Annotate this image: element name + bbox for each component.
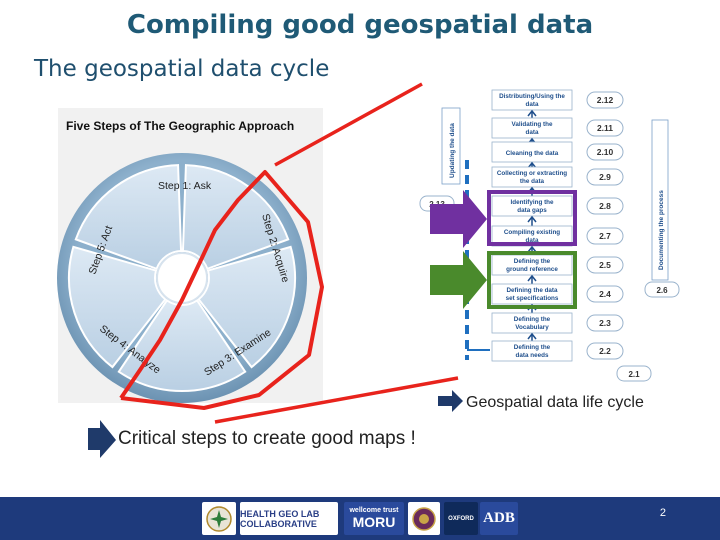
wheel-segment-3 <box>197 245 296 369</box>
code-badge-2.4 <box>586 285 624 303</box>
data-cycle-panel: Updating the data Documenting the proces… <box>419 89 680 382</box>
cycle-box-label-2.2-line-1: Defining the <box>514 344 551 351</box>
code-2.9: 2.9 <box>599 172 611 182</box>
code-2.12: 2.12 <box>597 95 614 105</box>
university-seal-logo <box>408 502 440 535</box>
cycle-flow-arrow-5 <box>527 215 537 226</box>
approach-title: Five Steps of The Geographic Approach <box>66 119 294 133</box>
updating-label: Updating the data <box>449 123 456 178</box>
documenting-label: Documenting the process <box>658 190 665 270</box>
cycle-flow-arrow-1 <box>527 109 537 118</box>
cycle-box-label-2.12-line-2: data <box>526 101 539 108</box>
code-right: 2.6 <box>656 286 668 295</box>
cycle-box-label-2.9-line-1: Collecting or extracting <box>497 170 567 177</box>
cycle-box-label-2.5-line-1: Defining the <box>514 258 551 265</box>
purple-highlight-frame <box>487 190 577 246</box>
code-bottom: 2.1 <box>628 370 640 379</box>
cycle-box-label-2.4-line-1: Defining the data <box>506 287 558 294</box>
cycle-flow-arrow-7 <box>527 274 537 284</box>
cycle-box-label-2.3-line-2: Vocabulary <box>515 324 549 331</box>
highlight-outline <box>119 170 324 410</box>
page-number: 2 <box>659 507 666 519</box>
cycle-box-label-2.8-line-2: data gaps <box>517 207 547 214</box>
cycle-flow-arrow-3 <box>527 161 537 169</box>
cycle-flow-arrow-9 <box>527 332 537 341</box>
cycle-box-label-2.9-line-2: the data <box>520 178 545 185</box>
critical-bullet-arrow <box>88 420 116 458</box>
adb-text: ADB <box>483 510 515 526</box>
code-badge-2.11 <box>586 119 624 137</box>
cycle-box-label-2.7-line-1: Compiling existing <box>504 229 560 236</box>
cycle-box-label-2.2-line-2: data needs <box>516 352 549 359</box>
cycle-box-label-2.4-line-2: set specifications <box>506 295 559 302</box>
health-geolab-text: HEALTH GEO LAB COLLABORATIVE <box>240 508 320 529</box>
life-cycle-bullet-arrow <box>438 390 463 412</box>
code-2.8: 2.8 <box>599 201 611 211</box>
code-badge-2.8 <box>586 197 624 215</box>
code-badge-2.10 <box>586 143 624 161</box>
green-arrow <box>430 251 487 309</box>
cycle-box-label-2.10: Cleaning the data <box>506 150 559 157</box>
code-2.3: 2.3 <box>599 318 611 328</box>
wheel-segment-1 <box>74 164 183 271</box>
oxford-logo: OXFORD <box>444 502 478 535</box>
code-2.11: 2.11 <box>597 123 613 133</box>
code-2.7: 2.7 <box>599 231 611 241</box>
oxford-text: OXFORD <box>448 515 474 522</box>
step-1-label: Step 1: Ask <box>158 180 212 192</box>
critical-steps-caption: Critical steps to create good maps ! <box>118 428 416 449</box>
code-badge-2.5 <box>586 256 624 274</box>
code-badge-2.9 <box>586 168 624 186</box>
code-2.4: 2.4 <box>599 289 611 299</box>
cycle-box-2.2 <box>491 340 573 362</box>
code-badge-2.7 <box>586 227 624 245</box>
callout-line-bottom <box>214 376 459 424</box>
code-2.2: 2.2 <box>599 346 611 356</box>
adb-logo: ADB <box>480 502 518 535</box>
wellcome-text: wellcome trust <box>349 507 399 514</box>
cycle-box-label-2.8-line-1: Identifying the <box>510 199 554 206</box>
code-badge-2.3 <box>586 314 624 332</box>
moph-seal-logo <box>202 502 236 535</box>
code-badge-2.12 <box>586 91 624 109</box>
code-badge-bottom <box>616 365 652 382</box>
cycle-box-label-2.5-line-2: ground reference <box>506 266 558 273</box>
footer-bar: HEALTH GEO LAB COLLABORATIVE wellcome tr… <box>0 497 720 540</box>
code-badge-2.2 <box>586 342 624 360</box>
green-highlight-frame <box>487 251 577 309</box>
code-2.10: 2.10 <box>597 147 614 157</box>
cycle-box-label-2.3-line-1: Defining the <box>514 316 551 323</box>
seal-icon <box>206 505 232 532</box>
moru-text: MORU <box>352 514 396 530</box>
moru-logo: wellcome trust MORU <box>344 502 404 535</box>
cycle-box-label-2.11-line-1: Validating the <box>512 121 553 128</box>
health-geolab-logo: HEALTH GEO LAB COLLABORATIVE <box>240 502 338 535</box>
page-title: Compiling good geospatial data <box>126 10 594 40</box>
life-cycle-caption: Geospatial data life cycle <box>466 394 644 411</box>
wheel-segment-5 <box>68 245 167 369</box>
page-subtitle: The geospatial data cycle <box>34 56 330 82</box>
university-seal-icon <box>412 506 436 531</box>
callout-line-top <box>274 82 423 167</box>
code-2.5: 2.5 <box>599 260 611 270</box>
documenting-label-box <box>651 119 669 281</box>
updating-label-box <box>441 107 461 185</box>
cycle-box-label-2.7-line-2: data <box>526 237 539 244</box>
cycle-box-label-2.12-line-1: Distributing/Using the <box>499 93 565 100</box>
cycle-box-label-2.11-line-2: data <box>526 129 539 136</box>
code-badge-right <box>644 281 680 298</box>
purple-arrow <box>430 190 487 248</box>
